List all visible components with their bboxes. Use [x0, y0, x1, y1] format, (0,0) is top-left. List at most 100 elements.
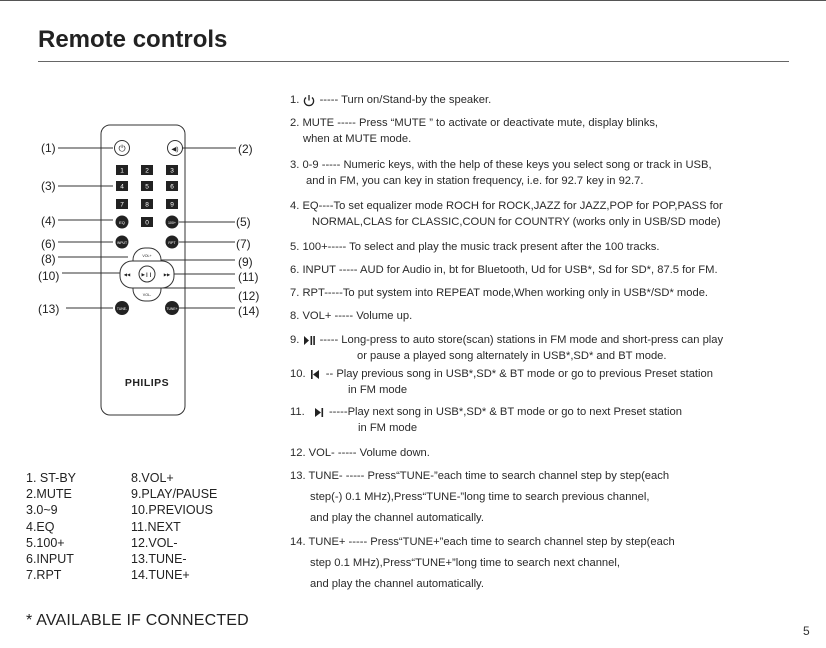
digit-key-label: 9: [170, 202, 174, 209]
previous-icon: [310, 369, 319, 379]
hundred-plus-button-label: 100+: [168, 221, 176, 225]
top-border-line: [0, 0, 826, 1]
digit-key-label: 2: [145, 168, 149, 175]
legend-item: 12.VOL-: [131, 535, 178, 550]
instruction-number: 9.: [290, 334, 300, 346]
power-icon: [304, 94, 315, 106]
vol-up-button-label: VOL+: [142, 254, 151, 258]
instruction-13: 13. TUNE- ----- Press“TUNE-”each time to…: [290, 466, 669, 529]
legend-item: 4.EQ: [26, 519, 55, 534]
callout-11: (11): [238, 270, 259, 284]
digit-key-label: 6: [170, 184, 174, 191]
mute-button-icon: ◀): [171, 146, 178, 153]
instruction-line: 2. MUTE ----- Press “MUTE ” to activate …: [290, 117, 659, 129]
rpt-button: [165, 235, 179, 249]
hundred-plus-button: [165, 215, 179, 229]
instruction-line: 3. 0-9 ----- Numeric keys, with the help…: [290, 159, 712, 171]
instruction-6: 6. INPUT ----- AUD for Audio in, bt for …: [290, 264, 718, 276]
instruction-text: ----- Turn on/Stand-by the speaker.: [319, 94, 492, 106]
instruction-number: 10.: [290, 368, 306, 380]
callout-7: (7): [236, 237, 251, 251]
instruction-5: 5. 100+----- To select and play the musi…: [290, 241, 660, 253]
legend-item: 8.VOL+: [131, 471, 174, 485]
instruction-text: -- Play previous song in USB*,SD* & BT m…: [325, 368, 713, 380]
digit-key-1: [116, 165, 128, 175]
tune-minus-button-label: TUNE-: [117, 307, 127, 311]
digit-key-3: [166, 165, 178, 175]
previous-button-icon: ◀◀: [124, 272, 131, 277]
digit-key-label: 3: [170, 168, 174, 175]
digit-key-label: 8: [145, 202, 149, 209]
navigation-pad: ▶❙❙ VOL+ VOL- ◀◀ ▶▶: [119, 247, 175, 302]
vol-down-button-label: VOL-: [143, 293, 152, 297]
instruction-line: and play the channel automatically.: [310, 578, 484, 590]
digit-key-9: [166, 199, 178, 209]
instruction-line: and in FM, you can key in station freque…: [306, 175, 644, 187]
play-pause-button-icon: ▶❙❙: [141, 272, 152, 278]
play-pause-icon: [304, 335, 316, 345]
instruction-line: in FM mode: [358, 422, 418, 434]
input-button-label: INPUT: [117, 241, 127, 245]
instruction-1: 1. ----- Turn on/Stand-by the speaker.: [290, 92, 491, 108]
legend-item: 9.PLAY/PAUSE: [131, 487, 218, 502]
digit-key-label: 5: [145, 184, 149, 191]
instruction-line: 9. ----- Long-press to auto store(scan) …: [290, 332, 723, 348]
instruction-8: 8. VOL+ ----- Volume up.: [290, 310, 413, 322]
digit-key-label: 0: [145, 220, 149, 227]
play-pause-button: [138, 265, 156, 283]
instruction-line: 11. -----Play next song in USB*,SD* & BT…: [290, 404, 682, 420]
legend-item: 6.INPUT: [26, 551, 74, 566]
instruction-2: 2. MUTE ----- Press “MUTE ” to activate …: [290, 115, 658, 147]
tune-minus-button: [115, 301, 129, 315]
digit-key-7: [116, 199, 128, 209]
power-button: [114, 140, 130, 156]
callout-5: (5): [236, 215, 251, 229]
key-legend-column-2: 8.VOL+ 9.PLAY/PAUSE 10.PREVIOUS 11.NEXT …: [131, 470, 217, 583]
available-note: * AVAILABLE IF CONNECTED: [26, 612, 249, 629]
tune-plus-button-label: TUNE+: [166, 307, 177, 311]
callout-9: (9): [238, 255, 253, 269]
digit-key-label: 1: [120, 168, 124, 175]
instruction-text: -----Play next song in USB*,SD* & BT mod…: [328, 406, 682, 418]
power-button-icon: ⏻: [118, 144, 125, 154]
instruction-11: 11. -----Play next song in USB*,SD* & BT…: [290, 404, 682, 436]
digit-key-0: [141, 217, 153, 227]
remote-brand-logo: PHILIPS: [125, 377, 169, 389]
callout-3: (3): [41, 179, 56, 193]
legend-item: 5.100+: [26, 535, 65, 550]
instruction-number: 11.: [290, 406, 305, 418]
instruction-9: 9. ----- Long-press to auto store(scan) …: [290, 332, 723, 364]
key-legend-column-1: 1. ST-BY 2.MUTE 3.0~9 4.EQ 5.100+ 6.INPU…: [26, 470, 76, 583]
next-icon: [314, 407, 323, 417]
legend-item: 14.TUNE+: [131, 568, 190, 583]
instruction-14: 14. TUNE+ ----- Press“TUNE+”each time to…: [290, 532, 675, 595]
callout-13: (13): [38, 302, 60, 316]
instruction-line: step(-) 0.1 MHz),Press“TUNE-”long time t…: [310, 491, 650, 503]
legend-item: 13.TUNE-: [131, 551, 187, 566]
eq-button-label: EQ: [119, 220, 125, 225]
callout-14: (14): [238, 304, 260, 318]
legend-item: 7.RPT: [26, 568, 62, 583]
instruction-line: or pause a played song alternately in US…: [357, 350, 667, 362]
digit-key-5: [141, 181, 153, 191]
input-button: [115, 235, 129, 249]
instruction-10: 10. -- Play previous song in USB*,SD* & …: [290, 366, 713, 398]
legend-item: 1. ST-BY: [26, 471, 77, 485]
instruction-line: 14. TUNE+ ----- Press“TUNE+”each time to…: [290, 536, 675, 548]
callout-6: (6): [41, 237, 56, 251]
legend-item: 10.PREVIOUS: [131, 503, 213, 518]
instruction-line: when at MUTE mode.: [303, 133, 412, 145]
eq-button: [115, 215, 129, 229]
instruction-4: 4. EQ----To set equalizer mode ROCH for …: [290, 198, 723, 230]
page-title: Remote controls: [38, 26, 228, 53]
instruction-line: 13. TUNE- ----- Press“TUNE-”each time to…: [290, 470, 670, 482]
instruction-line: in FM mode: [348, 384, 408, 396]
digit-key-6: [166, 181, 178, 191]
digit-key-label: 7: [120, 202, 124, 209]
callout-8: (8): [41, 252, 56, 266]
instruction-line: NORMAL,CLAS for CLASSIC,COUN for COUNTRY…: [312, 216, 721, 228]
instruction-12: 12. VOL- ----- Volume down.: [290, 447, 430, 459]
instruction-text: ----- Long-press to auto store(scan) sta…: [319, 334, 724, 346]
